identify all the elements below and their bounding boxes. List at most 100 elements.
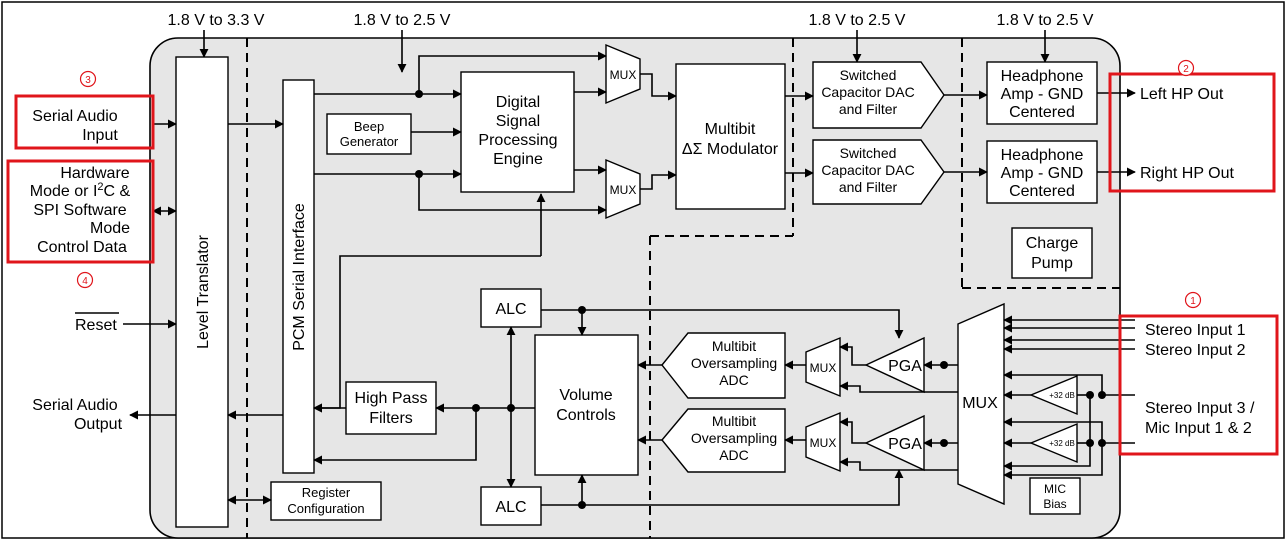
serial-audio-input-line-2: Input xyxy=(82,127,118,144)
dac-bottom-line-3: and Filter xyxy=(839,179,898,195)
hp-amp-top-line-3: Centered xyxy=(1009,104,1075,121)
mic-gain-top-label: +32 dB xyxy=(1049,391,1075,400)
alc-top-block xyxy=(480,288,542,328)
mic-bias-line-2: Bias xyxy=(1043,497,1066,511)
callout-3: 3 xyxy=(79,70,97,88)
alc-top-label: ALC xyxy=(495,301,526,318)
callout-2: 2 xyxy=(1177,59,1195,77)
dac-top-line-2: Capacitor DAC xyxy=(821,84,914,100)
hp-amp-bottom-block xyxy=(986,140,1098,204)
dac-bottom-block xyxy=(812,139,945,205)
svg-text:2: 2 xyxy=(1183,64,1189,75)
dac-bottom-line-1: Switched xyxy=(840,145,897,161)
highlight-serial-audio-input xyxy=(14,94,155,150)
mic-bias-line-1: MIC xyxy=(1044,482,1066,496)
alc-bottom-block xyxy=(480,486,542,526)
volume-controls-line-2: Controls xyxy=(556,407,616,424)
hp-amp-bottom-line-3: Centered xyxy=(1009,183,1075,200)
control-data-line-2: Mode or I2C & xyxy=(30,181,131,200)
signal-wires xyxy=(123,51,1136,506)
pga-bottom-label: PGA xyxy=(888,436,922,453)
adc-mux-bottom-label: MUX xyxy=(810,436,837,450)
dac-top-line-3: and Filter xyxy=(839,101,898,117)
control-data-line-1: Hardware xyxy=(60,165,129,182)
hp-amp-top-line-1: Headphone xyxy=(1001,68,1084,85)
svg-text:4: 4 xyxy=(82,276,88,287)
junction-dots xyxy=(415,90,1106,509)
input-mux-label: MUX xyxy=(962,395,998,412)
dac-top-block xyxy=(812,61,945,129)
svg-text:3: 3 xyxy=(85,75,91,86)
adc-bottom-line-3: ADC xyxy=(719,447,749,463)
dac-mux-top-label: MUX xyxy=(610,68,637,82)
serial-audio-output-line-2: Output xyxy=(74,416,123,433)
volume-controls-block xyxy=(534,334,639,476)
highlight-control-data xyxy=(6,159,155,264)
alc-bottom-label: ALC xyxy=(495,499,526,516)
adc-top-line-2: Oversampling xyxy=(691,355,777,371)
level-translator-label: Level Translator xyxy=(195,234,212,349)
dac-mux-bottom xyxy=(605,158,641,220)
charge-pump-line-1: Charge xyxy=(1026,235,1079,252)
dac-mux-bottom-label: MUX xyxy=(610,183,637,197)
stereo-input-3-line-2: Mic Input 1 & 2 xyxy=(1145,420,1252,437)
adc-mux-bottom xyxy=(805,411,841,473)
hp-amp-top-line-2: Amp - GND xyxy=(1001,86,1084,103)
svg-text:1: 1 xyxy=(1190,296,1196,307)
adc-top-line-1: Multibit xyxy=(712,338,756,354)
pga-top-label: PGA xyxy=(888,358,922,375)
control-data-superscript: 2 xyxy=(97,181,103,193)
dac-top-line-1: Switched xyxy=(840,67,897,83)
beep-generator-line-1: Beep xyxy=(354,119,384,134)
stereo-input-1-label: Stereo Input 1 xyxy=(1145,322,1246,339)
domain-dividers xyxy=(246,38,1120,538)
level-translator-block xyxy=(175,56,229,528)
charge-pump-line-2: Pump xyxy=(1031,255,1073,272)
highlight-stereo-inputs xyxy=(1118,314,1279,456)
adc-bottom-line-2: Oversampling xyxy=(691,430,777,446)
charge-pump-block xyxy=(1011,227,1093,279)
pcm-serial-interface-block xyxy=(282,79,315,474)
control-data-line-5: Control Data xyxy=(37,239,127,256)
dac-bottom-line-2: Capacitor DAC xyxy=(821,162,914,178)
mic-gain-bottom-label: +32 dB xyxy=(1049,439,1075,448)
adc-mux-top-label: MUX xyxy=(810,361,837,375)
pcm-serial-interface-label: PCM Serial Interface xyxy=(291,203,308,351)
dac-mux-top xyxy=(605,43,641,105)
high-pass-filters-line-2: Filters xyxy=(369,410,413,427)
right-hp-out-label: Right HP Out xyxy=(1140,165,1235,182)
callout-1: 1 xyxy=(1184,291,1202,309)
beep-generator-line-2: Generator xyxy=(340,134,399,149)
serial-audio-output-line-1: Serial Audio xyxy=(32,397,117,414)
control-data-line-2b: C & xyxy=(104,183,131,200)
stereo-input-3-line-1: Stereo Input 3 / xyxy=(1145,400,1255,417)
supply-arrows xyxy=(199,30,1050,73)
high-pass-filters-block xyxy=(345,381,437,435)
supply-label-dac: 1.8 V to 2.5 V xyxy=(809,12,906,29)
register-configuration-line-1: Register xyxy=(302,485,351,500)
control-data-line-3: SPI Software xyxy=(33,202,126,219)
mic-bias-block xyxy=(1029,477,1081,515)
callout-4: 4 xyxy=(76,271,94,289)
control-data-line-4: Mode xyxy=(90,220,130,237)
adc-mux-top xyxy=(805,336,841,398)
reset-label: Reset xyxy=(75,317,117,334)
hp-amp-top-block xyxy=(986,61,1098,125)
hp-amp-bottom-line-1: Headphone xyxy=(1001,147,1084,164)
left-hp-out-label: Left HP Out xyxy=(1140,86,1224,103)
input-mux xyxy=(957,302,1005,506)
adc-top-line-3: ADC xyxy=(719,372,749,388)
hp-amp-bottom-line-2: Amp - GND xyxy=(1001,165,1084,182)
modulator-line-1: Multibit xyxy=(705,121,756,138)
dsp-engine-line-2: Signal xyxy=(496,113,540,130)
modulator-line-2: ΔΣ Modulator xyxy=(682,141,779,158)
supply-label-headphone: 1.8 V to 2.5 V xyxy=(997,12,1094,29)
supply-label-level-translator: 1.8 V to 3.3 V xyxy=(168,12,265,29)
high-pass-filters-line-1: High Pass xyxy=(355,390,428,407)
volume-controls-line-1: Volume xyxy=(559,387,612,404)
beep-generator-block xyxy=(326,113,412,155)
adc-bottom-line-1: Multibit xyxy=(712,413,756,429)
dsp-engine-line-4: Engine xyxy=(493,151,543,168)
register-configuration-block xyxy=(270,481,382,521)
